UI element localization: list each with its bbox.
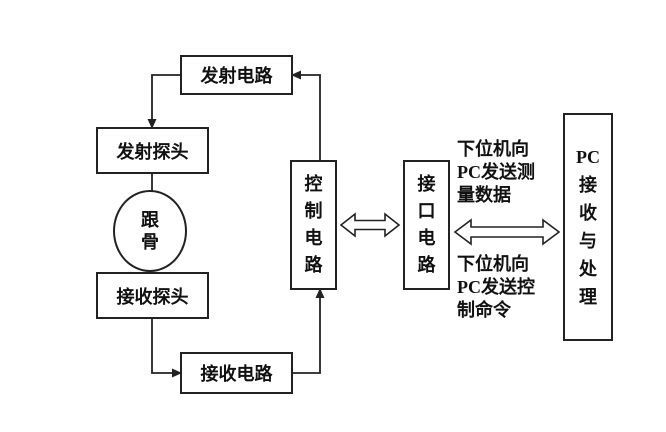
control-command-label: 下位机向 PC发送控 制命令 <box>457 254 535 320</box>
arrowhead-down-transmit-probe <box>147 119 157 129</box>
arrowhead-up-control-circuit <box>315 288 325 298</box>
interface-circuit-box: 接 口 电 路 <box>403 160 450 290</box>
transmit-probe-label: 发射探头 <box>116 141 189 162</box>
receive-probe-box: 接收探头 <box>96 272 209 319</box>
calcaneus-ellipse: 跟 骨 <box>113 190 187 272</box>
line-receive-probe-to-circuit <box>151 319 176 374</box>
transmit-probe-box: 发射探头 <box>96 127 209 174</box>
control-circuit-label: 控 制 电 路 <box>304 174 323 275</box>
pc-processing-box: PC 接 收 与 处 理 <box>563 113 613 341</box>
line-control-to-transmit-circuit <box>297 74 321 160</box>
receive-circuit-label: 接收电路 <box>200 364 273 384</box>
line-transmit-circuit-to-probe <box>151 74 180 123</box>
arrowhead-right-receive-circuit <box>172 368 182 378</box>
control-circuit-box: 控 制 电 路 <box>290 160 337 290</box>
receive-circuit-box: 接收电路 <box>180 352 293 394</box>
double-arrow-control-interface <box>339 212 401 238</box>
transmit-circuit-label: 发射电路 <box>200 66 273 86</box>
double-arrow-interface-pc <box>453 218 561 246</box>
interface-circuit-label: 接 口 电 路 <box>417 174 436 275</box>
receive-probe-label: 接收探头 <box>116 286 189 307</box>
line-receive-circuit-to-control <box>293 294 321 374</box>
transmit-circuit-box: 发射电路 <box>180 55 293 95</box>
arrowhead-left-transmit-circuit <box>291 70 301 80</box>
pc-processing-label: PC 接 收 与 处 理 <box>576 147 600 307</box>
measurement-data-label: 下位机向 PC发送测 量数据 <box>457 139 535 205</box>
calcaneus-label: 跟 骨 <box>141 210 159 252</box>
